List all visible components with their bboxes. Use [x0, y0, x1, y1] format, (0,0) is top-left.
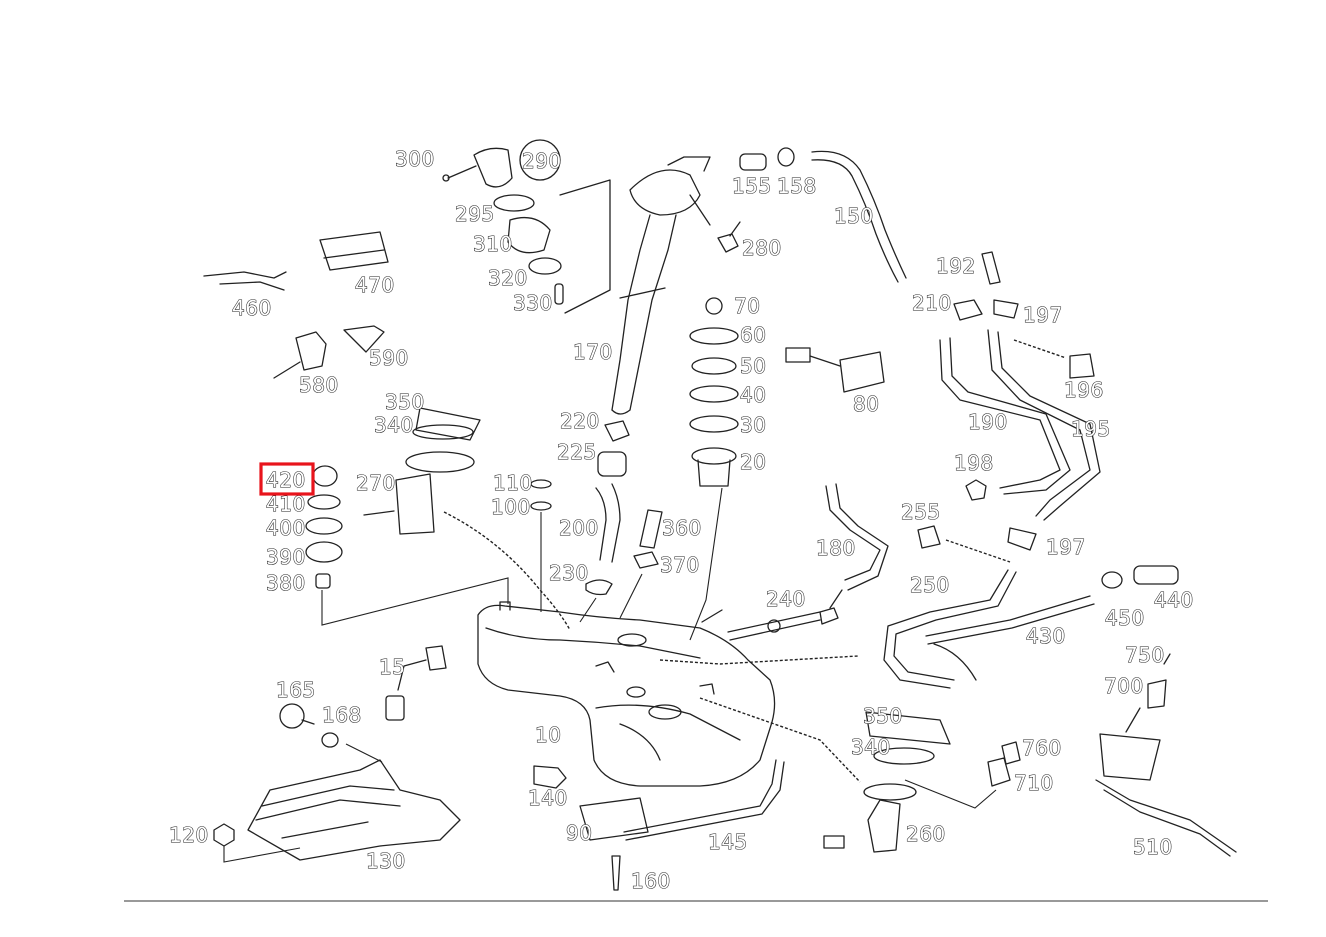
label-230: 230	[549, 561, 589, 585]
label-195: 195	[1071, 417, 1111, 441]
label-460: 460	[232, 296, 272, 320]
label-420: 420	[266, 468, 306, 492]
label-350-lower: 350	[863, 704, 903, 728]
highlight-box[interactable]	[259, 462, 315, 496]
label-700: 700	[1104, 674, 1144, 698]
label-760: 760	[1022, 736, 1062, 760]
pump-module	[363, 407, 481, 535]
label-310: 310	[473, 232, 513, 256]
label-190: 190	[968, 410, 1008, 434]
label-80: 80	[853, 392, 879, 416]
label-140: 140	[528, 786, 568, 810]
label-430: 430	[1026, 624, 1066, 648]
label-400: 400	[266, 516, 306, 540]
label-30: 30	[740, 413, 766, 437]
label-120: 120	[169, 823, 209, 847]
label-220: 220	[560, 409, 600, 433]
label-450: 450	[1105, 606, 1145, 630]
label-470: 470	[355, 273, 395, 297]
label-370: 370	[660, 553, 700, 577]
pump-stack-parts	[305, 465, 509, 626]
label-180: 180	[816, 536, 856, 560]
label-10: 10	[535, 723, 561, 747]
label-197-upper: 197	[1023, 303, 1063, 327]
label-260: 260	[906, 822, 946, 846]
label-390: 390	[266, 545, 306, 569]
filler-boot-group	[442, 139, 611, 314]
label-158: 158	[777, 174, 817, 198]
callout-labels: 10 15 20 30 40 50 60 70 80 90 100 110 12…	[168, 146, 1194, 893]
label-510: 510	[1133, 835, 1173, 859]
fuel-tank	[477, 601, 776, 787]
filler-neck	[611, 156, 711, 415]
label-590: 590	[369, 346, 409, 370]
label-130: 130	[366, 849, 406, 873]
label-350-upper: 350	[385, 390, 425, 414]
label-170: 170	[573, 340, 613, 364]
label-60: 60	[740, 323, 766, 347]
label-168: 168	[322, 703, 362, 727]
label-750: 750	[1125, 643, 1165, 667]
label-192: 192	[936, 254, 976, 278]
label-340-upper: 340	[374, 413, 414, 437]
label-360: 360	[662, 516, 702, 540]
sender-seal-stack	[689, 297, 739, 641]
label-440: 440	[1154, 588, 1194, 612]
label-380: 380	[266, 571, 306, 595]
label-197-lower: 197	[1046, 535, 1086, 559]
label-410: 410	[266, 492, 306, 516]
label-330: 330	[513, 291, 553, 315]
label-198: 198	[954, 451, 994, 475]
label-150: 150	[834, 204, 874, 228]
label-210: 210	[912, 291, 952, 315]
vent-hose-150	[811, 150, 907, 279]
label-110: 110	[493, 471, 533, 495]
label-340-lower: 340	[851, 735, 891, 759]
label-200: 200	[559, 516, 599, 540]
label-100: 100	[491, 495, 531, 519]
label-290: 290	[522, 149, 562, 173]
label-255: 255	[901, 500, 941, 524]
label-295: 295	[455, 202, 495, 226]
label-20: 20	[740, 450, 766, 474]
label-270: 270	[356, 471, 396, 495]
label-580: 580	[299, 373, 339, 397]
label-225: 225	[557, 440, 597, 464]
part-drawings	[203, 139, 1237, 891]
label-250: 250	[910, 573, 950, 597]
label-196: 196	[1064, 378, 1104, 402]
label-90: 90	[566, 821, 592, 845]
label-145: 145	[708, 830, 748, 854]
label-320: 320	[488, 266, 528, 290]
label-160: 160	[631, 869, 671, 893]
label-165: 165	[276, 678, 316, 702]
label-155: 155	[732, 174, 772, 198]
label-70: 70	[734, 294, 760, 318]
label-40: 40	[740, 383, 766, 407]
label-50: 50	[740, 354, 766, 378]
label-240: 240	[766, 587, 806, 611]
label-300: 300	[395, 147, 435, 171]
label-280: 280	[742, 236, 782, 260]
label-710: 710	[1014, 771, 1054, 795]
label-15: 15	[379, 655, 405, 679]
